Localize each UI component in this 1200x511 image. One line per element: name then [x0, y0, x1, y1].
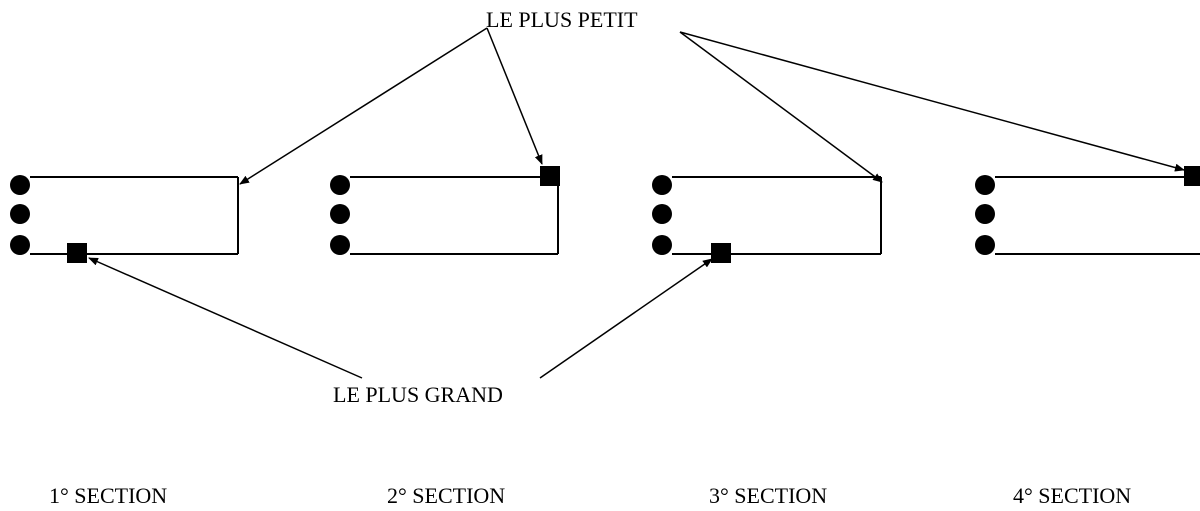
- arrow-to-section-4: [679, 31, 1185, 172]
- section-1-diagram: [10, 175, 239, 263]
- dot: [652, 175, 672, 195]
- arrow-to-section-1: [239, 27, 488, 185]
- smallest-marker: [540, 166, 560, 186]
- smallest-label: LE PLUS PETIT: [486, 7, 638, 32]
- dot: [10, 204, 30, 224]
- dot: [330, 235, 350, 255]
- dot: [652, 235, 672, 255]
- arrow-to-section-3: [679, 31, 883, 183]
- dot: [330, 175, 350, 195]
- dot: [975, 175, 995, 195]
- smallest-arrows: [239, 27, 1185, 185]
- section-1-label: 1° SECTION: [49, 483, 168, 508]
- arrow-to-section-1: [88, 257, 363, 379]
- section-4-label: 4° SECTION: [1013, 483, 1132, 508]
- largest-marker: [67, 243, 87, 263]
- section-2-diagram: [330, 166, 560, 255]
- dot: [975, 204, 995, 224]
- largest-marker: [711, 243, 731, 263]
- smallest-marker: [1184, 166, 1200, 186]
- largest-arrows: [88, 257, 713, 379]
- arrow-to-section-2: [486, 27, 543, 165]
- dot: [10, 235, 30, 255]
- dot: [975, 235, 995, 255]
- dot: [10, 175, 30, 195]
- section-3-label: 3° SECTION: [709, 483, 828, 508]
- section-2-label: 2° SECTION: [387, 483, 506, 508]
- section-4-diagram: [975, 166, 1200, 255]
- largest-label: LE PLUS GRAND: [333, 382, 503, 407]
- dot: [330, 204, 350, 224]
- section-3-diagram: [652, 175, 882, 263]
- dot: [652, 204, 672, 224]
- arrow-to-section-3: [539, 258, 713, 379]
